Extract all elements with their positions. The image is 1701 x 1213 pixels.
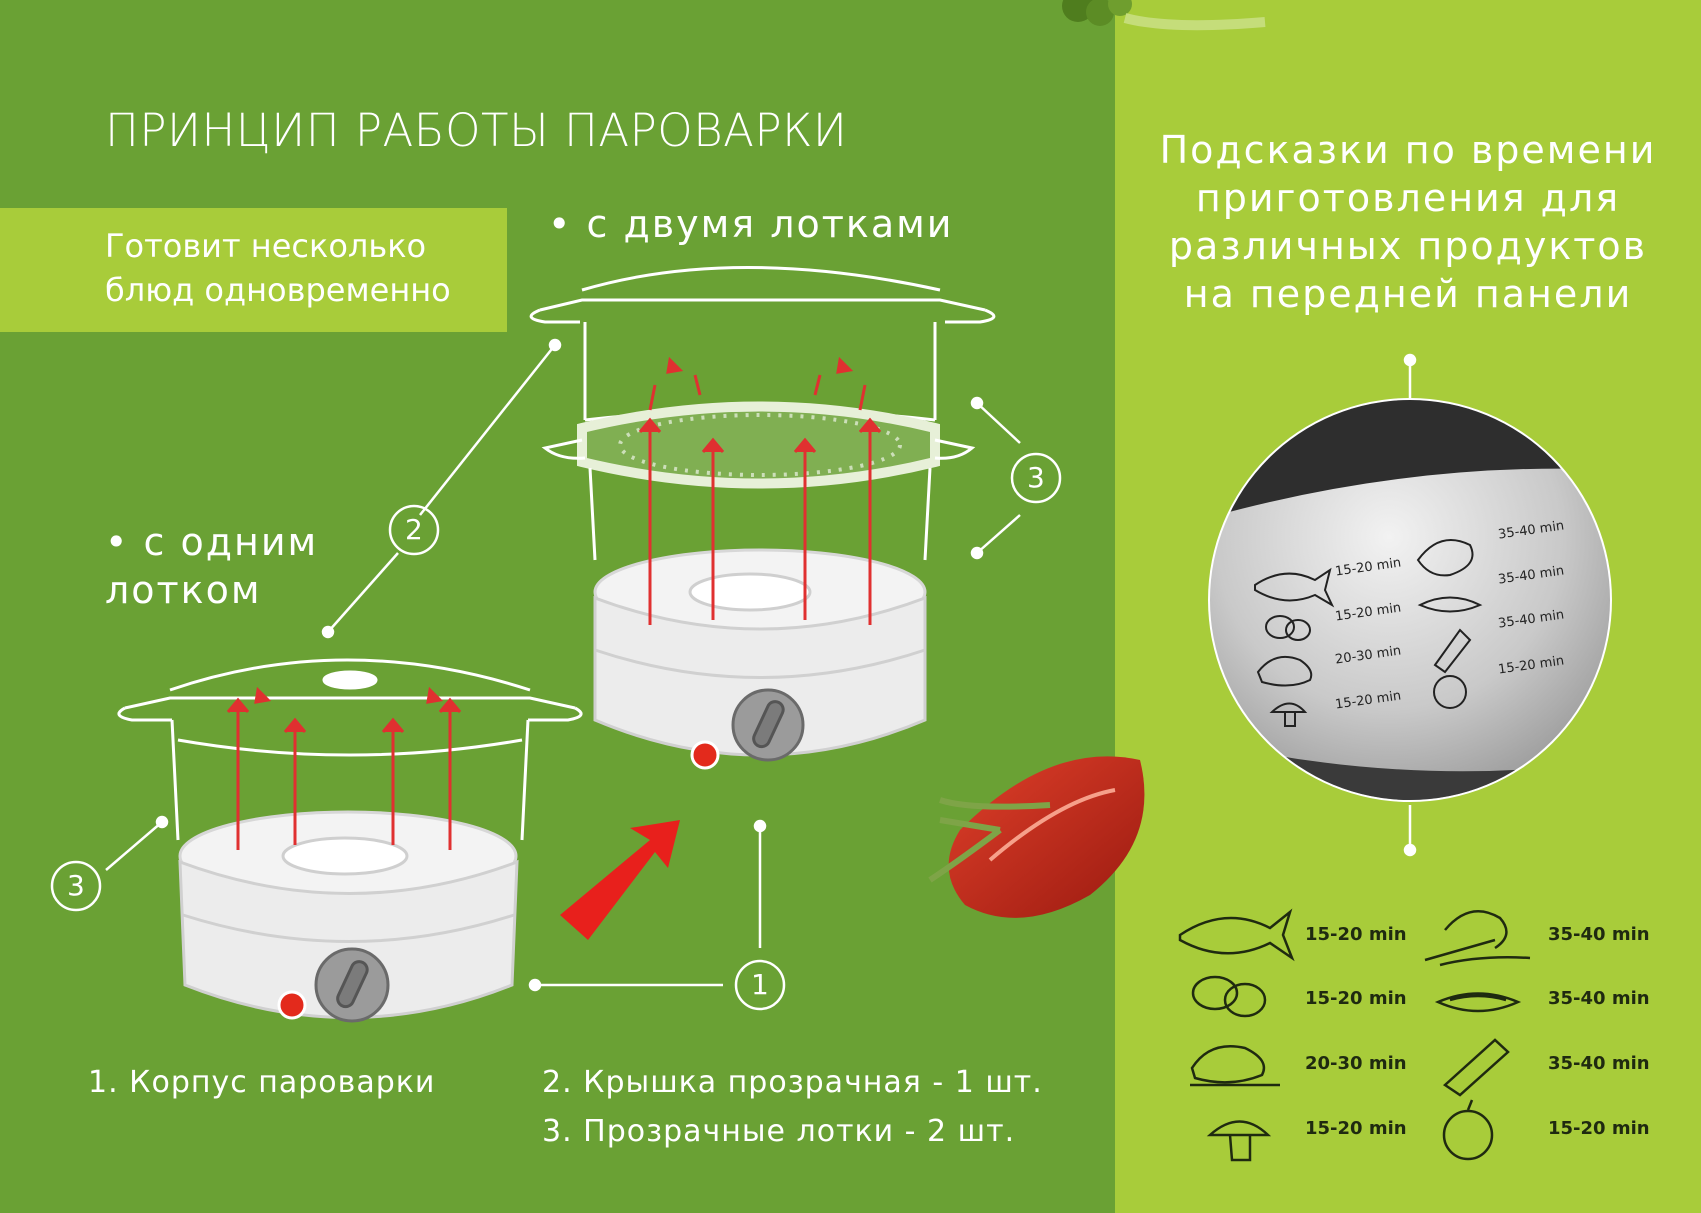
rice-icon — [1434, 992, 1522, 1013]
variant-two-trays-label: • с двумя лотками — [548, 202, 954, 246]
food-time: 35-40 min — [1548, 1053, 1650, 1074]
callout-markers — [50, 452, 1062, 1011]
food-time: 35-40 min — [1548, 924, 1650, 945]
food-time: 15-20 min — [1305, 1118, 1407, 1139]
fish-icon — [1178, 908, 1295, 962]
callout-number-1: 1 — [751, 968, 769, 1001]
legend-item-body: 1. Корпус пароварки — [88, 1065, 436, 1100]
callout-number-3: 3 — [67, 869, 85, 902]
apple-icon — [1433, 675, 1467, 709]
feature-band-text: Готовит несколько блюд одновременно — [105, 224, 451, 312]
broccoli-decoration — [1062, 0, 1266, 31]
rice-icon — [1417, 596, 1483, 613]
feature-line-1: Готовит несколько — [105, 227, 427, 265]
eggs-icon — [1191, 975, 1239, 1011]
chicken-icon — [1190, 1044, 1280, 1087]
mushroom-icon — [1269, 702, 1308, 727]
food-time: 15-20 min — [1548, 1118, 1650, 1139]
food-time: 15-20 min — [1305, 988, 1407, 1009]
fish-icon — [1254, 567, 1335, 608]
power-indicator — [277, 990, 307, 1020]
steamer-lid-top — [581, 266, 941, 292]
callout-lines — [105, 338, 1021, 992]
food-time: 35-40 min — [1548, 988, 1650, 1009]
steam-arrows-one-tray — [226, 686, 462, 850]
chicken-icon — [1256, 656, 1313, 687]
vegetables-icon — [1424, 910, 1531, 967]
steamer-lid — [169, 658, 531, 692]
tips-heading: Подсказки по времени приготовления для р… — [1140, 126, 1676, 318]
page-title: ПРИНЦИП РАБОТЫ ПАРОВАРКИ — [105, 104, 848, 157]
front-panel-closeup — [1208, 398, 1612, 802]
steamer-one-tray — [117, 658, 583, 1023]
corn-icon — [1442, 1038, 1510, 1097]
tips-heading-line: Подсказки по времени — [1159, 128, 1657, 172]
food-time: 20-30 min — [1305, 1053, 1407, 1074]
lower-tray — [588, 467, 932, 561]
apple-icon — [1442, 1109, 1494, 1161]
upper-tray — [583, 322, 937, 420]
tips-heading-line: на передней панели — [1183, 272, 1633, 316]
closeup-guides — [1403, 353, 1417, 857]
mushroom-icon — [1206, 1120, 1272, 1162]
food-icons — [1178, 908, 1531, 1162]
feature-band — [0, 208, 507, 332]
feature-line-2: блюд одновременно — [105, 271, 451, 309]
tips-heading-line: различных продуктов — [1168, 224, 1648, 268]
eggs-icon — [1265, 615, 1295, 639]
callout-number-3: 3 — [1027, 461, 1045, 494]
food-time: 15-20 min — [1305, 924, 1407, 945]
callout-number-2: 2 — [405, 513, 423, 546]
variant-one-tray-label: • с одним лотком — [105, 520, 319, 612]
steamer-two-trays — [529, 266, 996, 770]
tips-heading-line: приготовления для — [1195, 176, 1621, 220]
steam-arrows-two-trays — [638, 356, 882, 625]
corn-icon — [1433, 628, 1472, 674]
legend-item-trays: 3. Прозрачные лотки - 2 шт. — [542, 1114, 1016, 1149]
legend-item-lid: 2. Крышка прозрачная - 1 шт. — [542, 1065, 1043, 1100]
power-indicator — [690, 740, 720, 770]
vegetables-icon — [1416, 539, 1474, 577]
tomato-decoration — [928, 756, 1145, 918]
direction-arrow — [560, 820, 680, 940]
